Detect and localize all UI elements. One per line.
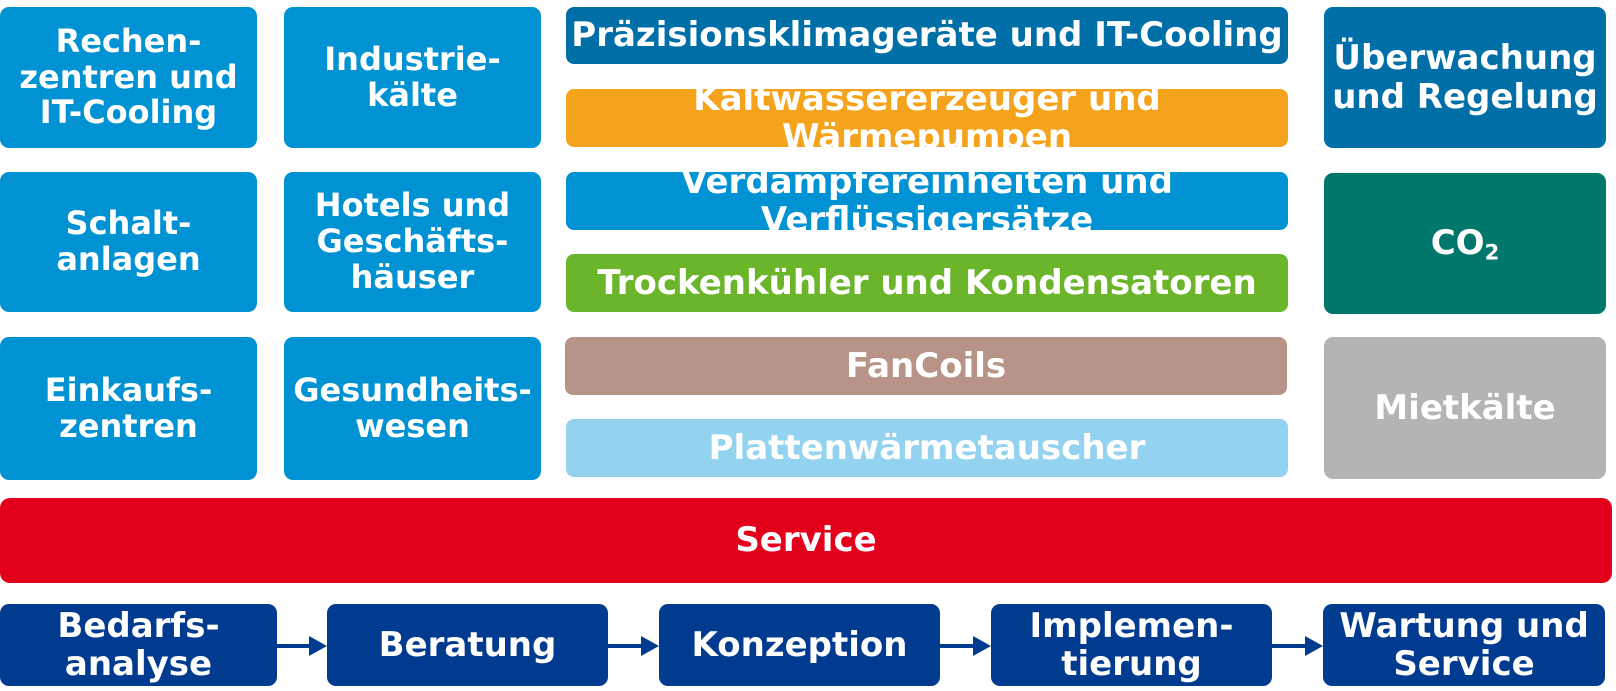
sector-switchgear: Schalt- anlagen bbox=[0, 172, 257, 312]
sector-healthcare: Gesundheits- wesen bbox=[284, 337, 541, 480]
step-label: Konzeption bbox=[691, 624, 908, 665]
sector-industrial-cooling: Industrie- kälte bbox=[284, 7, 541, 148]
step-maintenance-service: Wartung und Service bbox=[1323, 604, 1605, 686]
sector-label: Einkaufs- zentren bbox=[44, 370, 213, 445]
sector-label: Hotels und Geschäfts- häuser bbox=[314, 186, 511, 296]
service-label: Service bbox=[735, 520, 877, 561]
sector-label: Schalt- anlagen bbox=[56, 204, 201, 278]
sector-label: Gesundheits- wesen bbox=[293, 370, 532, 445]
arrow-right-icon bbox=[608, 636, 659, 656]
product-fancoils: FanCoils bbox=[565, 337, 1287, 395]
sector-label: Industrie- kälte bbox=[324, 39, 501, 114]
step-label: Beratung bbox=[378, 624, 557, 665]
step-conception: Konzeption bbox=[659, 604, 940, 686]
product-drycoolers-condensers: Trockenkühler und Kondensatoren bbox=[566, 254, 1288, 312]
sector-shopping-centers: Einkaufs- zentren bbox=[0, 337, 257, 480]
arrow-right-icon bbox=[277, 636, 327, 656]
product-label: Trockenkühler und Kondensatoren bbox=[597, 262, 1257, 303]
co2-label: CO2 bbox=[1430, 222, 1500, 264]
step-label: Wartung und Service bbox=[1339, 605, 1589, 684]
service-bar: Service bbox=[0, 498, 1612, 583]
product-chillers-heatpumps: Kaltwassererzeuger und Wärmepumpen bbox=[566, 80, 1288, 156]
monitoring-control-box: Überwachung und Regelung bbox=[1324, 7, 1606, 148]
arrow-right-icon bbox=[1272, 636, 1323, 656]
product-label: Präzisionsklimageräte und IT-Cooling bbox=[571, 15, 1283, 56]
step-consulting: Beratung bbox=[327, 604, 608, 686]
sector-hotels-offices: Hotels und Geschäfts- häuser bbox=[284, 172, 541, 312]
rental-cooling-box: Mietkälte bbox=[1324, 337, 1606, 479]
product-precision-cooling: Präzisionsklimageräte und IT-Cooling bbox=[566, 7, 1288, 64]
product-label: FanCoils bbox=[845, 345, 1007, 386]
sector-data-centers: Rechen- zentren und IT-Cooling bbox=[0, 7, 257, 148]
product-label: Verdampfereinheiten und Verflüssigersätz… bbox=[681, 161, 1173, 240]
rental-label: Mietkälte bbox=[1374, 387, 1556, 428]
co2-box: CO2 bbox=[1324, 173, 1606, 314]
product-label: Plattenwärmetauscher bbox=[708, 427, 1146, 468]
sector-label: Rechen- zentren und IT-Cooling bbox=[19, 21, 238, 132]
product-label: Kaltwassererzeuger und Wärmepumpen bbox=[693, 78, 1161, 157]
step-needs-analysis: Bedarfs- analyse bbox=[0, 604, 277, 686]
step-label: Implemen- tierung bbox=[1029, 605, 1234, 684]
arrow-right-icon bbox=[940, 636, 991, 656]
step-implementation: Implemen- tierung bbox=[991, 604, 1272, 686]
product-evaporators-condensing-units: Verdampfereinheiten und Verflüssigersätz… bbox=[566, 163, 1288, 239]
step-label: Bedarfs- analyse bbox=[57, 605, 220, 684]
co2-subscript: 2 bbox=[1484, 238, 1500, 264]
product-plate-heat-exchangers: Plattenwärmetauscher bbox=[566, 419, 1288, 477]
monitoring-label: Überwachung und Regelung bbox=[1332, 38, 1598, 117]
